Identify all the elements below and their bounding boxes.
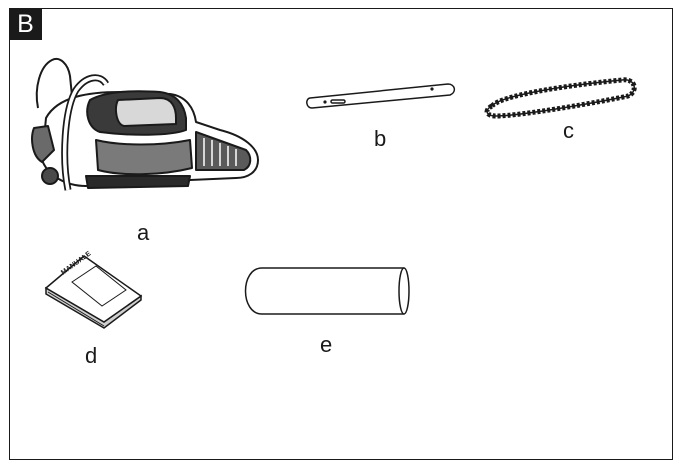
- guide-bar-drawing: [306, 83, 456, 109]
- label-d: d: [85, 343, 98, 368]
- manual-booklet-drawing: MANUALE: [44, 250, 143, 329]
- bar-cover-drawing: [244, 267, 410, 315]
- chainsaw-drawing: [31, 58, 259, 191]
- section-badge: B: [9, 8, 42, 40]
- label-e: e: [320, 332, 333, 357]
- label-a: a: [137, 220, 150, 245]
- saw-chain-drawing: [484, 77, 637, 119]
- label-b: b: [374, 126, 387, 151]
- label-c: c: [563, 118, 574, 143]
- figure-frame: [9, 8, 673, 460]
